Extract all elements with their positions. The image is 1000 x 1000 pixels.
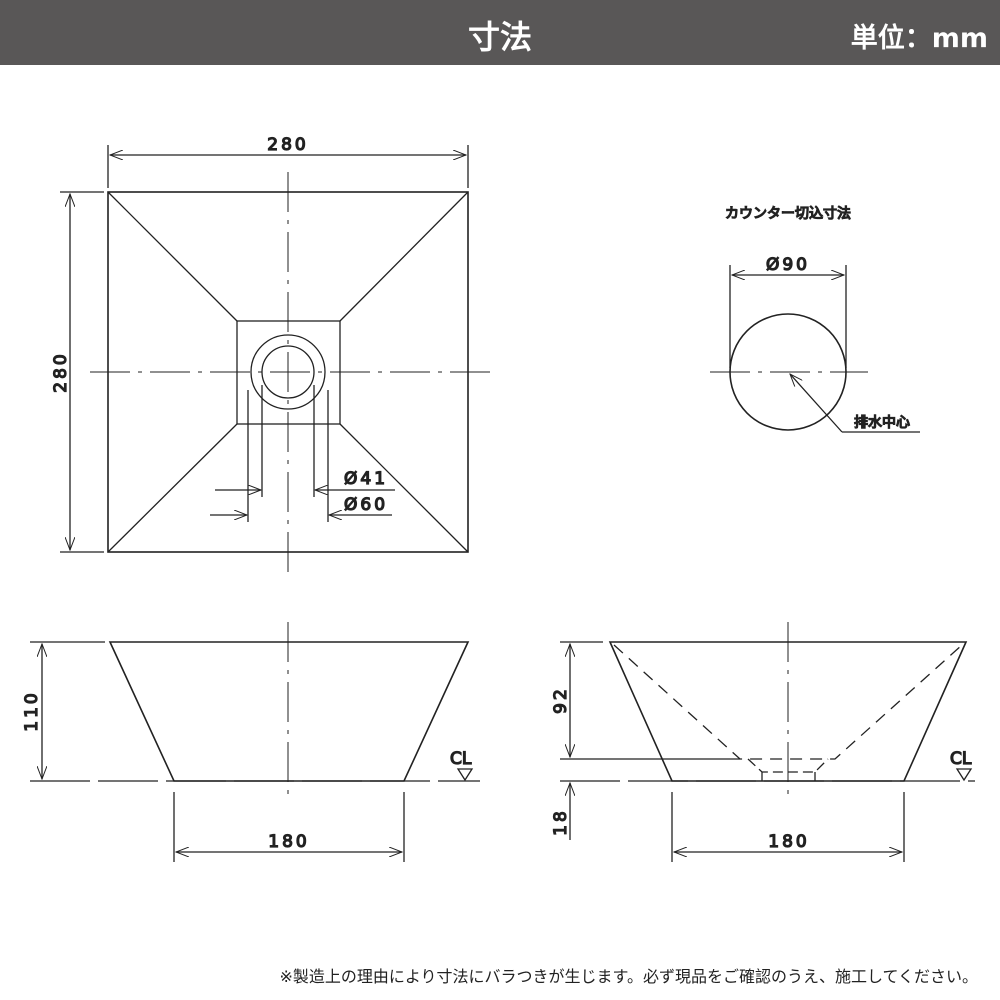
page-title: 寸法 — [467, 18, 532, 56]
drain-inner-dimension: Ø41 — [344, 469, 388, 489]
drain-outer-ring — [250, 334, 326, 410]
section-view — [560, 622, 975, 862]
bottom-thickness-dimension: 18 — [551, 808, 571, 836]
height-dimension: 110 — [22, 690, 42, 731]
section-base-dimension: 180 — [768, 832, 809, 852]
section-cl-label: CL — [950, 749, 972, 769]
cl-triangle-icon — [456, 768, 474, 782]
front-cl-label: CL — [450, 749, 472, 769]
front-base-dimension: 180 — [268, 832, 309, 852]
footer-note: ※製造上の理由により寸法にバラつきが生じます。必ず現品をご確認のうえ、施工してく… — [279, 967, 978, 986]
cl-triangle-icon — [955, 768, 973, 782]
cutout-diameter: Ø90 — [766, 255, 810, 275]
depth-dimension: 280 — [51, 351, 71, 392]
drain-outer-dimension: Ø60 — [344, 495, 388, 515]
counter-cutout-view — [710, 265, 920, 433]
bowl-depth-dimension: 92 — [551, 686, 571, 714]
cutout-title: カウンター切込寸法 — [725, 206, 851, 222]
drain-center-label: 排水中心 — [854, 415, 910, 431]
header-bar: 寸法 単位：mm — [0, 0, 1000, 65]
unit-label: 単位：mm — [850, 23, 988, 54]
front-view — [30, 622, 480, 862]
width-dimension: 280 — [267, 135, 308, 155]
top-view — [60, 145, 490, 572]
